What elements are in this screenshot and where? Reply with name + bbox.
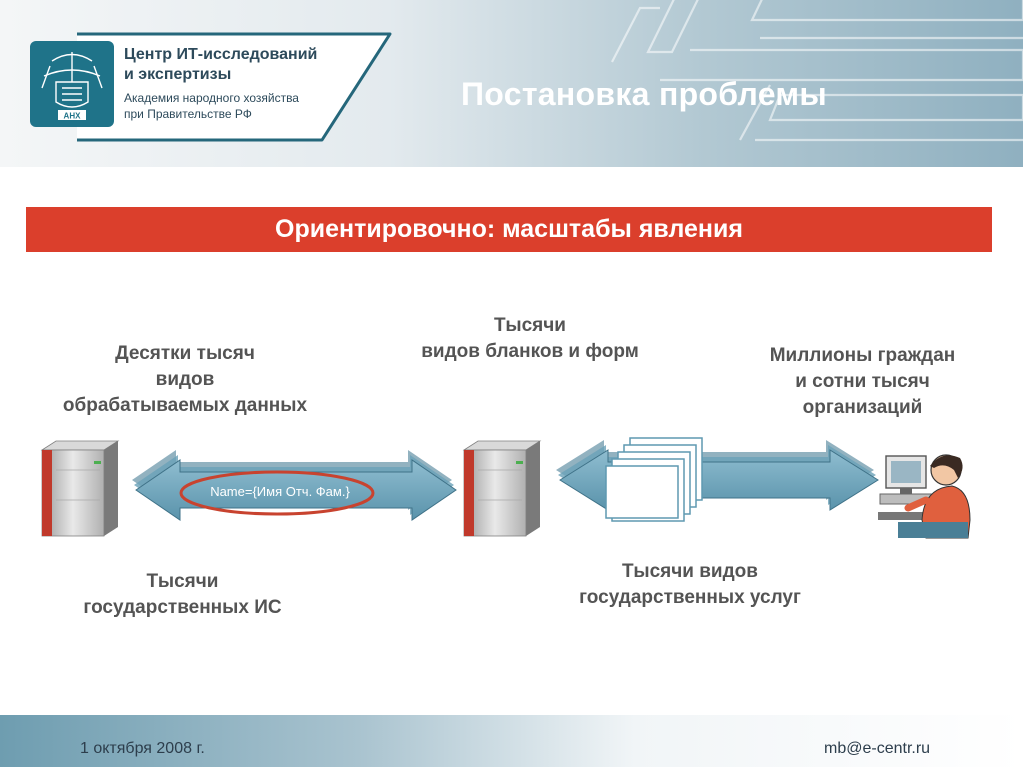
label-gov-is-line-2: государственных ИС bbox=[83, 597, 282, 618]
label-forms-line-2: видов бланков и форм bbox=[421, 341, 639, 362]
emblem-text: АНХ bbox=[64, 112, 82, 121]
label-citizens-line-1: Миллионы граждан bbox=[769, 345, 956, 366]
logo-line-2: и экспертизы bbox=[124, 66, 232, 83]
footer-date: 1 октября 2008 г. bbox=[80, 740, 205, 757]
label-data-types: Десятки тысяч видов обрабатываемых данны… bbox=[20, 341, 350, 419]
label-citizens-line-3: организаций bbox=[802, 397, 923, 418]
logo: АНХ bbox=[22, 26, 394, 151]
label-gov-services: Тысячи видов государственных услуг bbox=[530, 559, 850, 611]
logo-frame: АНХ bbox=[30, 32, 392, 142]
slide-title: Постановка проблемы bbox=[461, 76, 828, 112]
logo-line-3: Академия народного хозяйства bbox=[124, 91, 299, 105]
server-icon-left bbox=[40, 440, 120, 537]
banner-text: Ориентировочно: масштабы явления bbox=[275, 215, 743, 243]
logo-line-1: Центр ИТ-исследований bbox=[124, 46, 318, 63]
server-icon-center bbox=[462, 440, 542, 537]
label-data-types-line-2: видов bbox=[155, 369, 215, 390]
logo-line-4: при Правительстве РФ bbox=[124, 107, 252, 121]
highlight-ellipse bbox=[179, 470, 375, 516]
section-banner: Ориентировочно: масштабы явления bbox=[26, 207, 992, 252]
slide-footer bbox=[0, 715, 1023, 767]
slide-header: АНХ Центр ИТ-исследований и экспертизы А… bbox=[0, 0, 1023, 167]
header-decoration bbox=[611, 0, 1023, 142]
label-gov-is: Тысячи государственных ИС bbox=[30, 569, 335, 621]
label-forms: Тысячи видов бланков и форм bbox=[380, 313, 680, 365]
footer-email: mb@e-centr.ru bbox=[824, 740, 931, 757]
arrow-label: Name={Имя Отч. Фам.} bbox=[210, 484, 350, 499]
label-citizens-line-2: и сотни тысяч bbox=[795, 371, 930, 392]
label-gov-is-line-1: Тысячи bbox=[146, 571, 219, 592]
forms-stack-icon bbox=[605, 437, 703, 522]
label-data-types-line-3: обрабатываемых данных bbox=[62, 395, 308, 416]
label-gov-services-line-2: государственных услуг bbox=[579, 587, 801, 608]
label-forms-line-1: Тысячи bbox=[494, 315, 566, 336]
label-gov-services-line-1: Тысячи видов bbox=[622, 561, 758, 582]
user-at-computer-icon bbox=[878, 454, 971, 539]
label-citizens: Миллионы граждан и сотни тысяч организац… bbox=[725, 343, 1000, 421]
double-arrow-right bbox=[556, 440, 879, 511]
label-data-types-line-1: Десятки тысяч bbox=[115, 343, 255, 364]
